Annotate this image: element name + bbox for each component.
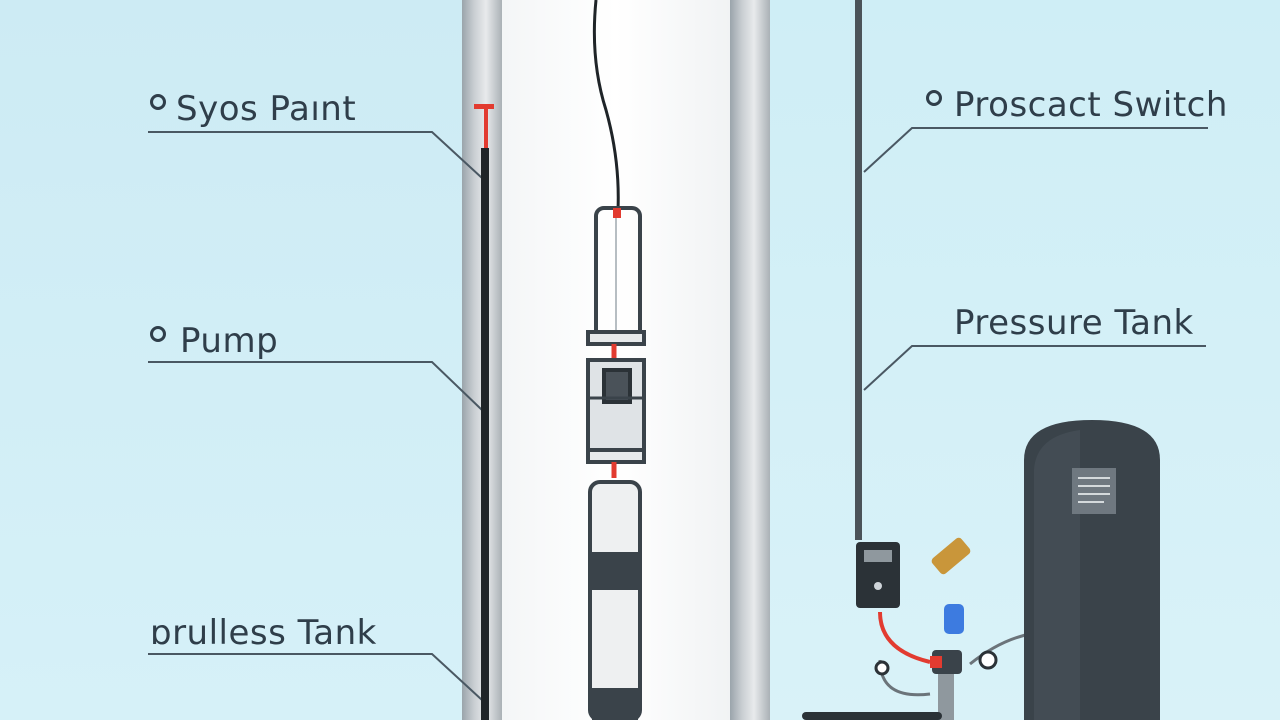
label-right-mid: Pressure Tank xyxy=(954,303,1194,343)
base-pipe xyxy=(802,712,942,720)
pressure-tank-icon xyxy=(1024,420,1160,720)
background-left xyxy=(0,0,462,720)
bullet-left-mid xyxy=(150,326,166,342)
bullet-left-top xyxy=(150,94,166,110)
leader-line-left-mid xyxy=(148,361,483,411)
leader-line-left-top xyxy=(148,131,483,179)
power-cable xyxy=(592,0,620,211)
leader-lines-right xyxy=(863,127,1208,391)
leader-line-right-top xyxy=(863,127,1208,173)
label-left-bottom: ɒrulless Tank xyxy=(150,613,377,653)
pump-icon xyxy=(586,206,646,720)
label-left-mid: Pump xyxy=(180,321,279,361)
gauge-icon xyxy=(874,650,998,676)
leader-line-left-bottom xyxy=(148,653,483,701)
drop-pipe xyxy=(474,104,494,720)
label-left-top: Syos Paınt xyxy=(176,89,357,129)
label-right-top: Proscact Switch xyxy=(954,85,1228,125)
pressure-switch-icon xyxy=(856,542,900,608)
leader-line-right-mid xyxy=(863,345,1206,391)
bullet-right-top xyxy=(926,90,942,106)
valve-icon xyxy=(878,537,1031,720)
supply-pipe xyxy=(855,0,862,540)
well-casing-right xyxy=(730,0,770,720)
leader-lines-left xyxy=(148,131,483,701)
